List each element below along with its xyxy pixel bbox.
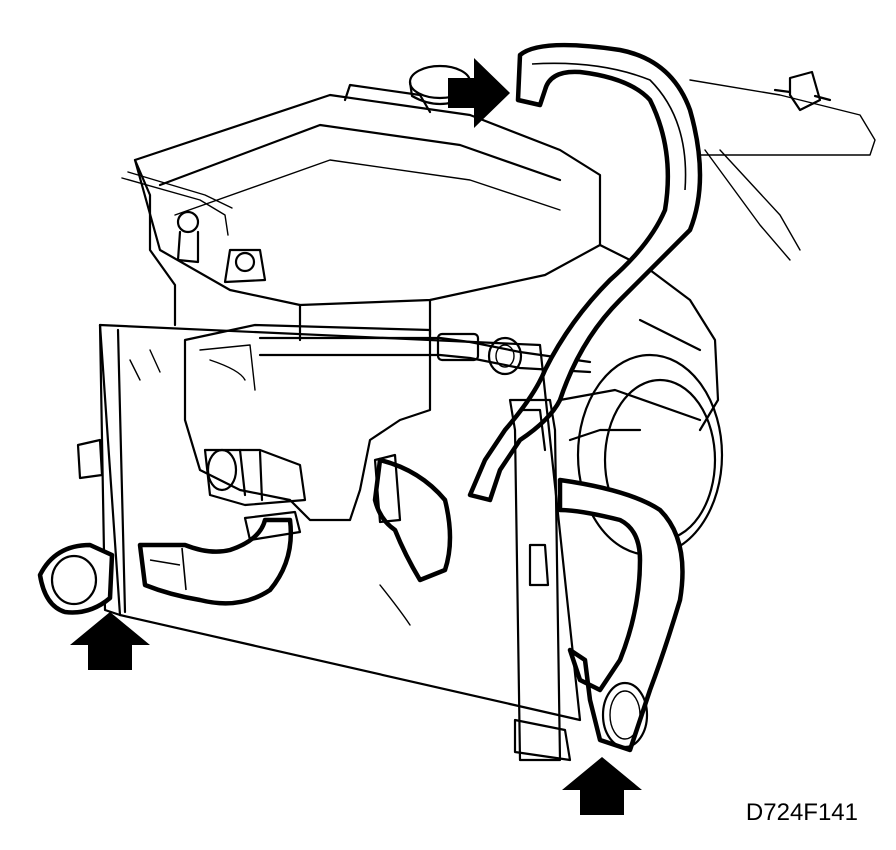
right-bottom-arrow: [562, 757, 642, 815]
lower-left-hoses: [37, 448, 453, 626]
lower-radiator-hose: [557, 477, 685, 753]
radiator: [76, 323, 582, 762]
upper-radiator-hose: [467, 42, 703, 503]
figure-code: D724F141: [746, 799, 858, 826]
left-bottom-arrow: [70, 612, 150, 670]
engine-block: [121, 64, 876, 557]
top-arrow: [448, 58, 510, 128]
